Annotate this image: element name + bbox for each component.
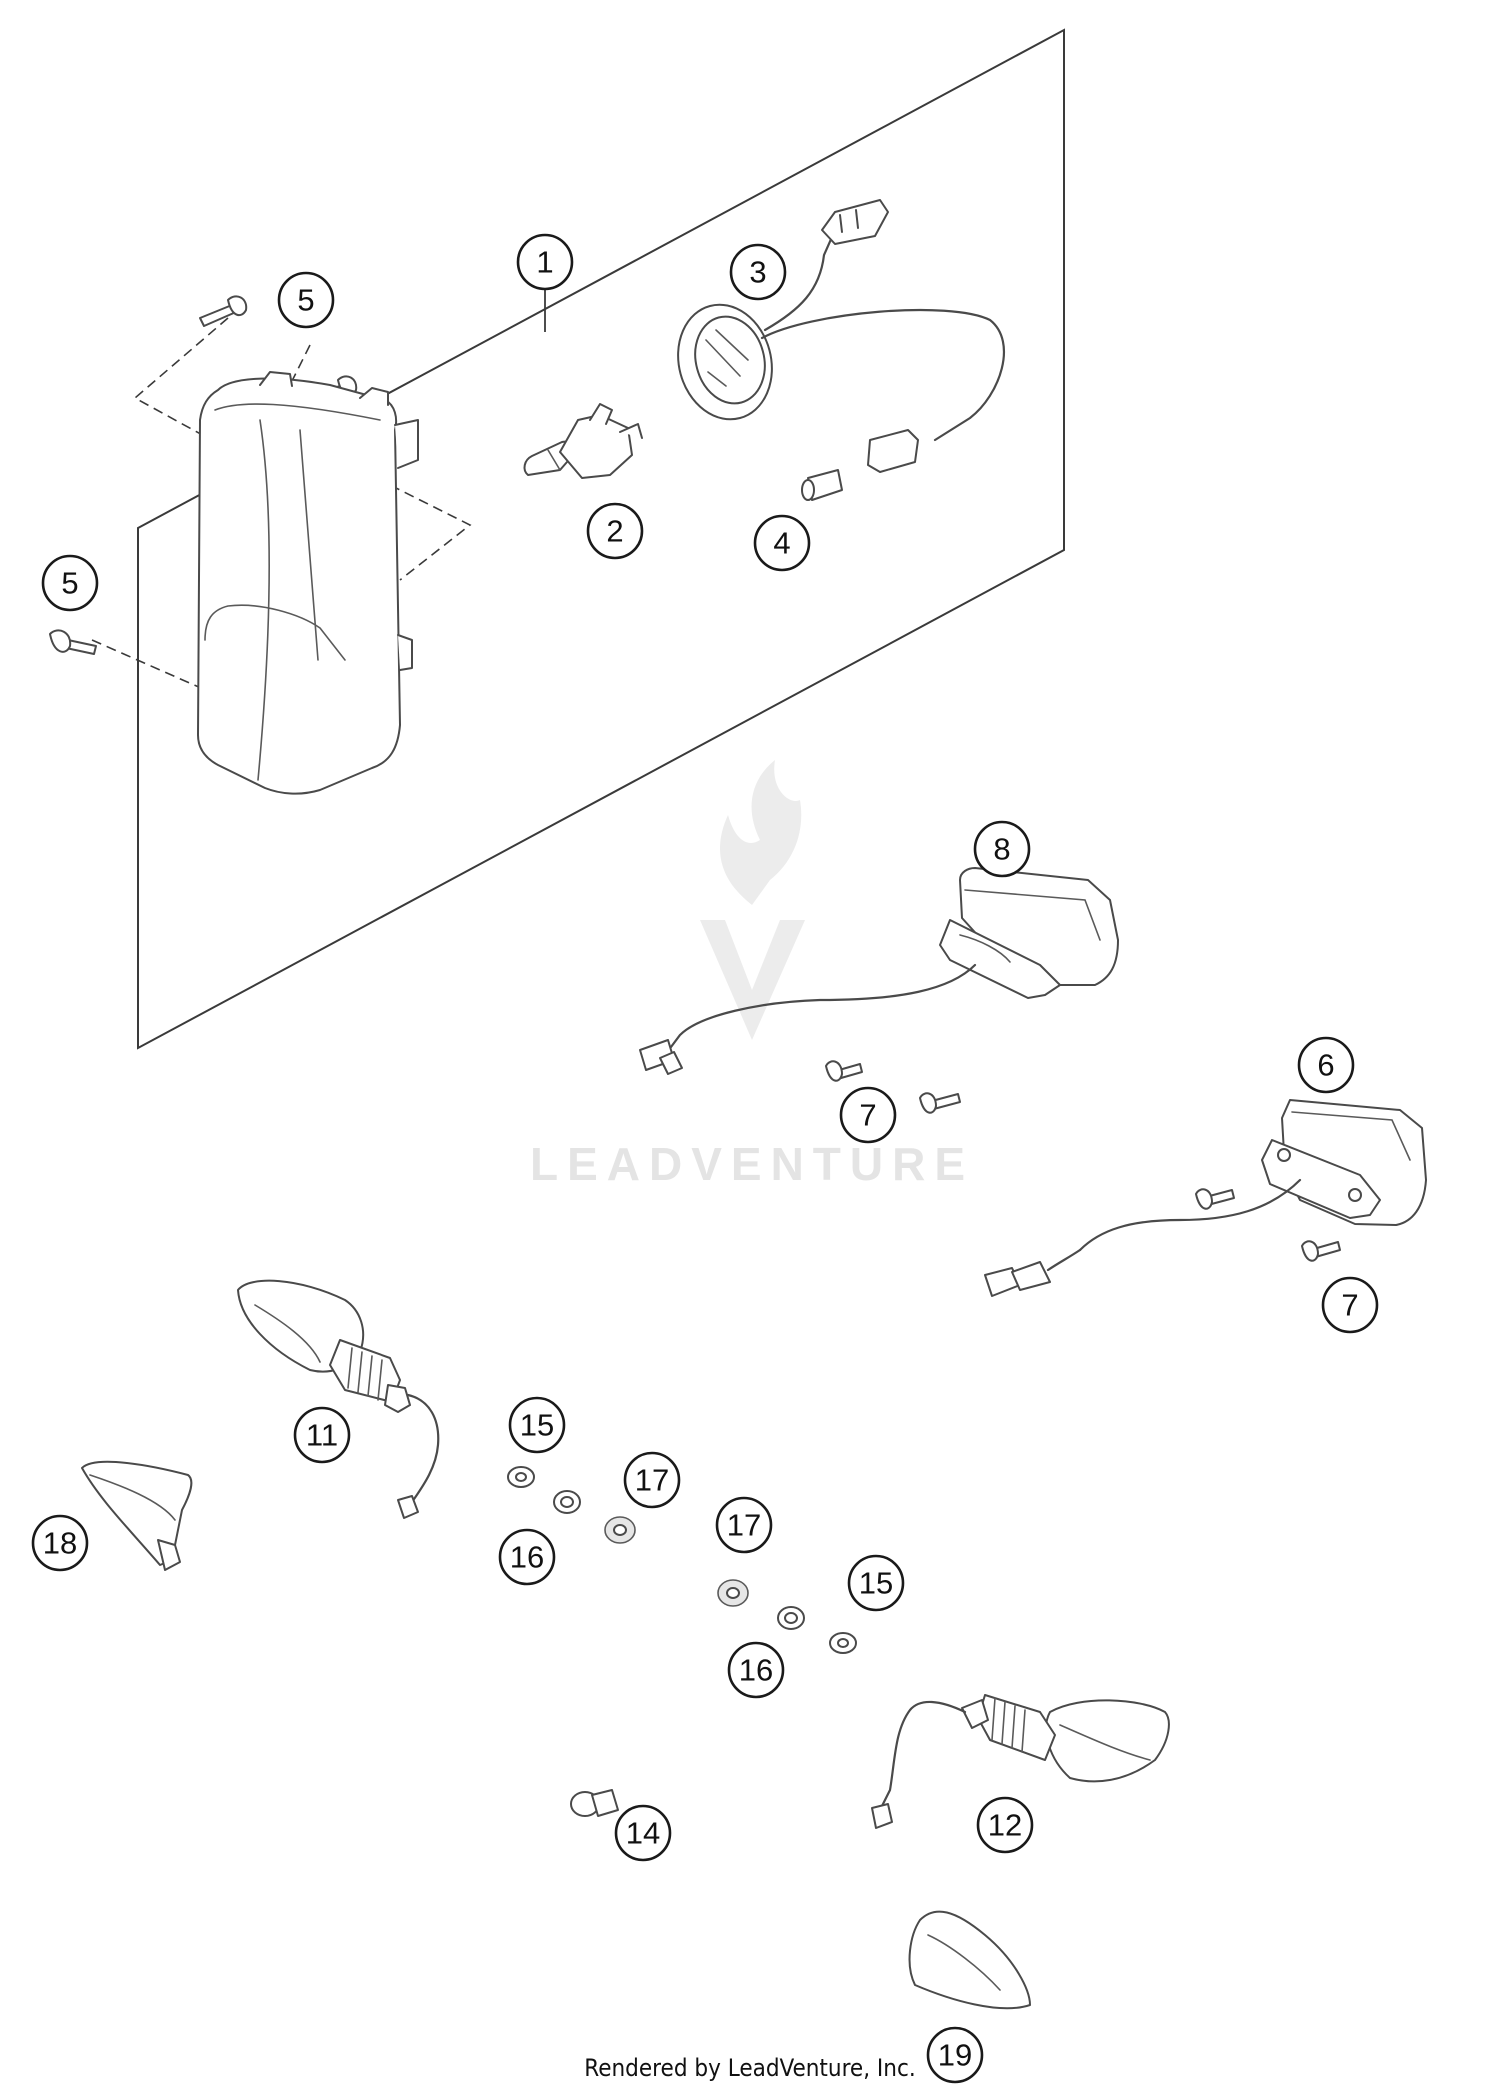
screw-icon — [199, 295, 248, 327]
svg-text:14: 14 — [626, 1816, 660, 1851]
screw-icon — [919, 1092, 961, 1114]
svg-text:11: 11 — [306, 1418, 338, 1453]
bulb-socket-icon — [677, 199, 1006, 501]
svg-text:1: 1 — [536, 245, 553, 280]
callout-15: 15 — [508, 1396, 566, 1454]
indicator-bulb-icon — [570, 1789, 619, 1817]
callout-2: 2 — [586, 502, 644, 560]
callout-5: 5 — [277, 271, 335, 329]
callout-5: 5 — [41, 554, 99, 612]
callout-16: 16 — [498, 1528, 556, 1586]
svg-text:19: 19 — [938, 2038, 972, 2073]
svg-text:4: 4 — [773, 526, 790, 561]
turn-signal-right-icon — [871, 1694, 1170, 1829]
screw-icon — [1195, 1188, 1235, 1210]
svg-text:17: 17 — [635, 1463, 669, 1498]
svg-text:3: 3 — [749, 255, 766, 290]
headlight-housing-icon — [197, 371, 419, 795]
washer-icon — [829, 1632, 857, 1654]
rubber-grommet-icon — [604, 1516, 636, 1544]
callout-12: 12 — [976, 1796, 1034, 1854]
footer-credit: Rendered by LeadVenture, Inc. — [584, 2054, 916, 2082]
rubber-grommet-icon — [717, 1579, 749, 1607]
nut-icon — [553, 1490, 581, 1514]
bulb-h4-icon — [523, 403, 643, 479]
callout-15: 15 — [847, 1554, 905, 1612]
svg-text:5: 5 — [297, 283, 314, 318]
callout-1: 1 — [516, 233, 574, 291]
svg-text:5: 5 — [61, 566, 78, 601]
watermark-v-logo — [700, 920, 805, 1040]
nut-icon — [777, 1606, 805, 1630]
license-plate-light-icon — [639, 867, 1119, 1075]
svg-text:8: 8 — [993, 832, 1010, 867]
screw-icon — [825, 1060, 863, 1082]
watermark-flame-logo — [720, 760, 802, 905]
callout-14: 14 — [614, 1804, 672, 1862]
assembly-panel — [137, 28, 1065, 1050]
callout-16: 16 — [727, 1641, 785, 1699]
callout-7: 7 — [1321, 1276, 1379, 1334]
turn-signal-lens-right-icon — [908, 1910, 1031, 2010]
svg-text:7: 7 — [859, 1098, 876, 1133]
svg-text:18: 18 — [43, 1526, 77, 1561]
callout-4: 4 — [753, 514, 811, 572]
svg-text:17: 17 — [727, 1508, 761, 1543]
callout-8: 8 — [973, 820, 1031, 878]
callout-6: 6 — [1297, 1036, 1355, 1094]
callout-7: 7 — [839, 1086, 897, 1144]
washer-icon — [507, 1466, 535, 1488]
watermark: LEADVENTURE — [530, 760, 974, 1190]
svg-text:16: 16 — [510, 1540, 544, 1575]
tail-light-icon — [984, 1099, 1427, 1297]
callout-3: 3 — [729, 243, 787, 301]
svg-text:15: 15 — [520, 1408, 554, 1443]
svg-text:16: 16 — [739, 1653, 773, 1688]
watermark-text: LEADVENTURE — [530, 1138, 974, 1190]
svg-text:12: 12 — [988, 1808, 1022, 1843]
svg-text:2: 2 — [606, 514, 623, 549]
svg-text:15: 15 — [859, 1566, 893, 1601]
callout-11: 11 — [293, 1406, 351, 1464]
screw-icon — [49, 629, 97, 655]
callout-18: 18 — [31, 1514, 89, 1572]
svg-text:7: 7 — [1341, 1288, 1358, 1323]
svg-text:6: 6 — [1317, 1048, 1334, 1083]
callout-17: 17 — [715, 1496, 773, 1554]
turn-signal-lens-left-icon — [81, 1460, 193, 1571]
callout-17: 17 — [623, 1451, 681, 1509]
callout-19: 19 — [926, 2026, 984, 2084]
turn-signal-left-icon — [237, 1279, 440, 1519]
screw-icon — [1301, 1240, 1341, 1262]
